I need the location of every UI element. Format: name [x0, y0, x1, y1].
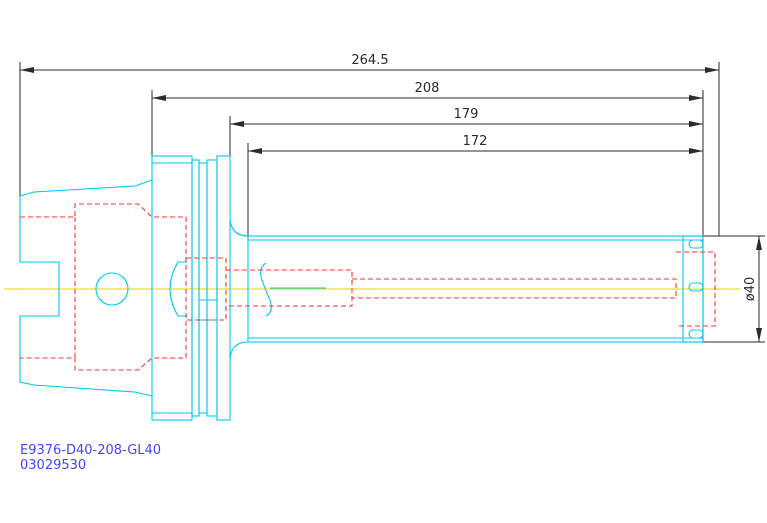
slot-center	[688, 282, 704, 292]
dimension-label-overall: 264.5	[351, 53, 388, 68]
neck-fillet-top	[229, 219, 249, 237]
groove-ring-4	[216, 155, 231, 421]
hidden-taper-bore	[20, 203, 187, 371]
groove-ring-1	[191, 159, 200, 417]
dimension-179: 179	[229, 107, 703, 156]
hidden-coolant-bore	[352, 278, 677, 299]
groove-ring-3	[206, 159, 218, 417]
cross-hole-circle	[95, 272, 129, 306]
dimension-label-body: 172	[463, 134, 488, 149]
dimension-264-5: 264.5	[19, 53, 720, 236]
dimension-diameter: ø40	[703, 235, 765, 343]
hidden-knob-bore	[186, 257, 227, 321]
hidden-thread-bore	[226, 269, 353, 307]
part-code: E9376-D40-208-GL40	[20, 443, 161, 458]
dimension-label-flange: 208	[415, 81, 440, 96]
neck-fillet-bottom	[229, 341, 249, 359]
part-number: 03029530	[20, 458, 86, 473]
tool-holder-outline	[19, 155, 704, 421]
hidden-lines	[20, 203, 716, 371]
flange-outline	[151, 155, 193, 421]
dimension-172: 172	[247, 134, 703, 236]
taper-shank-outline	[19, 179, 153, 397]
dimension-208: 208	[151, 81, 704, 236]
slot-bottom	[688, 329, 704, 339]
retention-knob	[169, 261, 187, 317]
groove-ring-2	[198, 162, 208, 414]
hidden-collet-bore	[676, 251, 716, 327]
dimension-label-shank: 179	[454, 107, 479, 122]
slot-top	[688, 239, 704, 249]
dimension-label-diameter: ø40	[743, 277, 758, 302]
